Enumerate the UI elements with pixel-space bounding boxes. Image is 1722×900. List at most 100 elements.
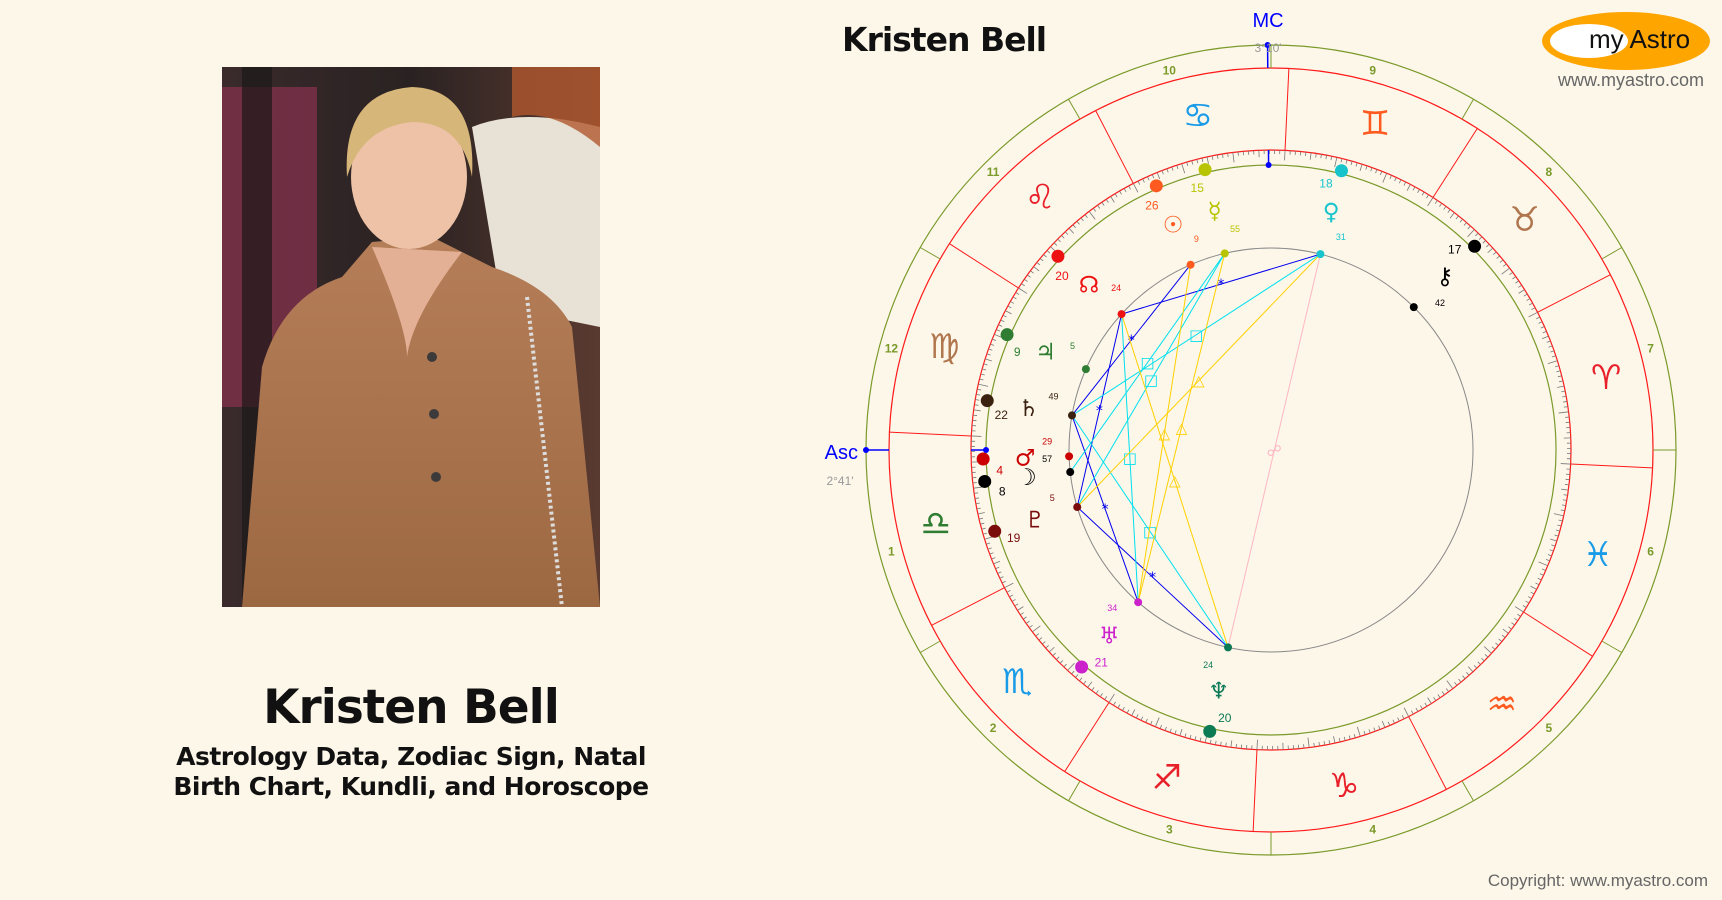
sign-boundary (1064, 702, 1110, 772)
degree-tick (1032, 625, 1041, 633)
degree-tick (1309, 152, 1312, 160)
degree-tick (1015, 292, 1020, 295)
degree-tick (1493, 251, 1497, 255)
sign-glyph-scorpio: ♏︎ (1002, 662, 1032, 702)
planet-dot-mars (976, 452, 990, 466)
degree-tick (1018, 287, 1028, 294)
planet-minutes-pluto: 5 (1050, 493, 1055, 503)
degree-tick (1550, 538, 1557, 542)
degree-tick (1343, 736, 1346, 741)
aspect-line-sextile (1071, 264, 1191, 416)
degree-tick (1087, 681, 1093, 688)
subtitle-line-1: Astrology Data, Zodiac Sign, Natal (176, 742, 646, 771)
degree-tick (993, 560, 1001, 565)
myastro-logo[interactable]: my Astro (1542, 12, 1710, 70)
degree-tick (1433, 697, 1437, 701)
degree-tick (974, 404, 979, 406)
degree-tick (1561, 488, 1569, 491)
degree-tick (1466, 672, 1470, 676)
sign-glyph-aquarius: ♒︎ (1487, 685, 1517, 725)
aspect-point-uranus (1134, 598, 1143, 607)
copyright-text: Copyright: www.myastro.com (1487, 871, 1708, 890)
degree-tick (1518, 289, 1525, 294)
aspect-point-pluto (1073, 503, 1082, 512)
degree-tick (1024, 278, 1028, 282)
degree-tick (980, 522, 985, 525)
aspect-symbol-opposition: ☍ (1267, 442, 1282, 460)
house-number: 8 (1546, 165, 1553, 179)
aspect-symbol-sextile: * (1128, 333, 1135, 349)
degree-tick (990, 343, 995, 346)
degree-tick (1084, 214, 1088, 219)
degree-tick (1340, 158, 1343, 163)
degree-tick (1216, 154, 1219, 159)
degree-tick (1142, 178, 1145, 183)
degree-tick (1368, 729, 1371, 734)
degree-tick (1045, 645, 1049, 649)
planet-dot-sun (1149, 179, 1163, 193)
degree-tick (982, 532, 988, 535)
degree-tick (981, 527, 986, 530)
degree-tick (1113, 701, 1116, 706)
degree-tick (1006, 590, 1011, 593)
house-number: 6 (1647, 545, 1654, 559)
degree-tick (1549, 549, 1554, 552)
degree-tick (1370, 167, 1373, 172)
degree-tick (1095, 690, 1099, 694)
degree-tick (1046, 250, 1051, 254)
degree-tick (1022, 616, 1027, 620)
celebrity-photo (222, 67, 600, 607)
site-link[interactable]: www.myastro.com (1557, 70, 1704, 90)
degree-tick (1483, 646, 1492, 654)
mars-icon: ♂ (1015, 446, 1036, 472)
degree-tick (1398, 179, 1402, 184)
degree-tick (1487, 247, 1494, 254)
house-divider (920, 640, 941, 653)
degree-tick (1033, 266, 1040, 272)
degree-tick (1389, 175, 1392, 180)
planet-dot-pluto (988, 524, 1002, 538)
degree-tick (1140, 716, 1144, 721)
degree-tick (1315, 153, 1317, 158)
degree-tick (1222, 153, 1224, 158)
degree-tick (1189, 734, 1192, 739)
degree-tick (989, 552, 994, 555)
degree-tick (1475, 232, 1479, 237)
degree-tick (1053, 242, 1058, 246)
degree-tick (1387, 721, 1391, 726)
degree-tick (1427, 697, 1432, 704)
degree-tick (1515, 280, 1520, 284)
asc-degree: 2°41' (826, 474, 853, 488)
degree-tick (1225, 742, 1227, 747)
degree-tick (1557, 375, 1562, 378)
degree-tick (991, 557, 996, 560)
degree-tick (1199, 737, 1202, 742)
planet-dot-north-node (1051, 249, 1065, 263)
degree-tick (1020, 612, 1024, 616)
degree-tick (1057, 238, 1061, 243)
aspect-point-chiron (1409, 303, 1418, 312)
aspect-point-saturn (1067, 411, 1076, 420)
degree-tick (1420, 705, 1423, 710)
chart-title: Kristen Bell (842, 20, 1047, 59)
sign-boundary (1432, 128, 1478, 198)
sun-icon: ☉ (1163, 212, 1184, 238)
degree-tick (1555, 529, 1560, 532)
aspect-symbol-trine: △ (1193, 372, 1205, 390)
degree-tick (1334, 157, 1338, 168)
mc-degree: 3°10' (1254, 41, 1281, 55)
mercury-icon: ☿ (1208, 199, 1222, 225)
degree-tick (1462, 675, 1466, 680)
degree-tick (1035, 633, 1040, 637)
aspect-line-trine (1137, 264, 1192, 603)
degree-tick (1068, 227, 1075, 234)
degree-tick (997, 571, 1002, 574)
degree-tick (1126, 709, 1130, 714)
degree-tick (1191, 160, 1194, 165)
degree-tick (1508, 626, 1512, 630)
degree-tick (1330, 156, 1333, 161)
degree-tick (995, 566, 1000, 570)
degree-tick (1486, 243, 1490, 248)
degree-tick (1067, 662, 1075, 671)
